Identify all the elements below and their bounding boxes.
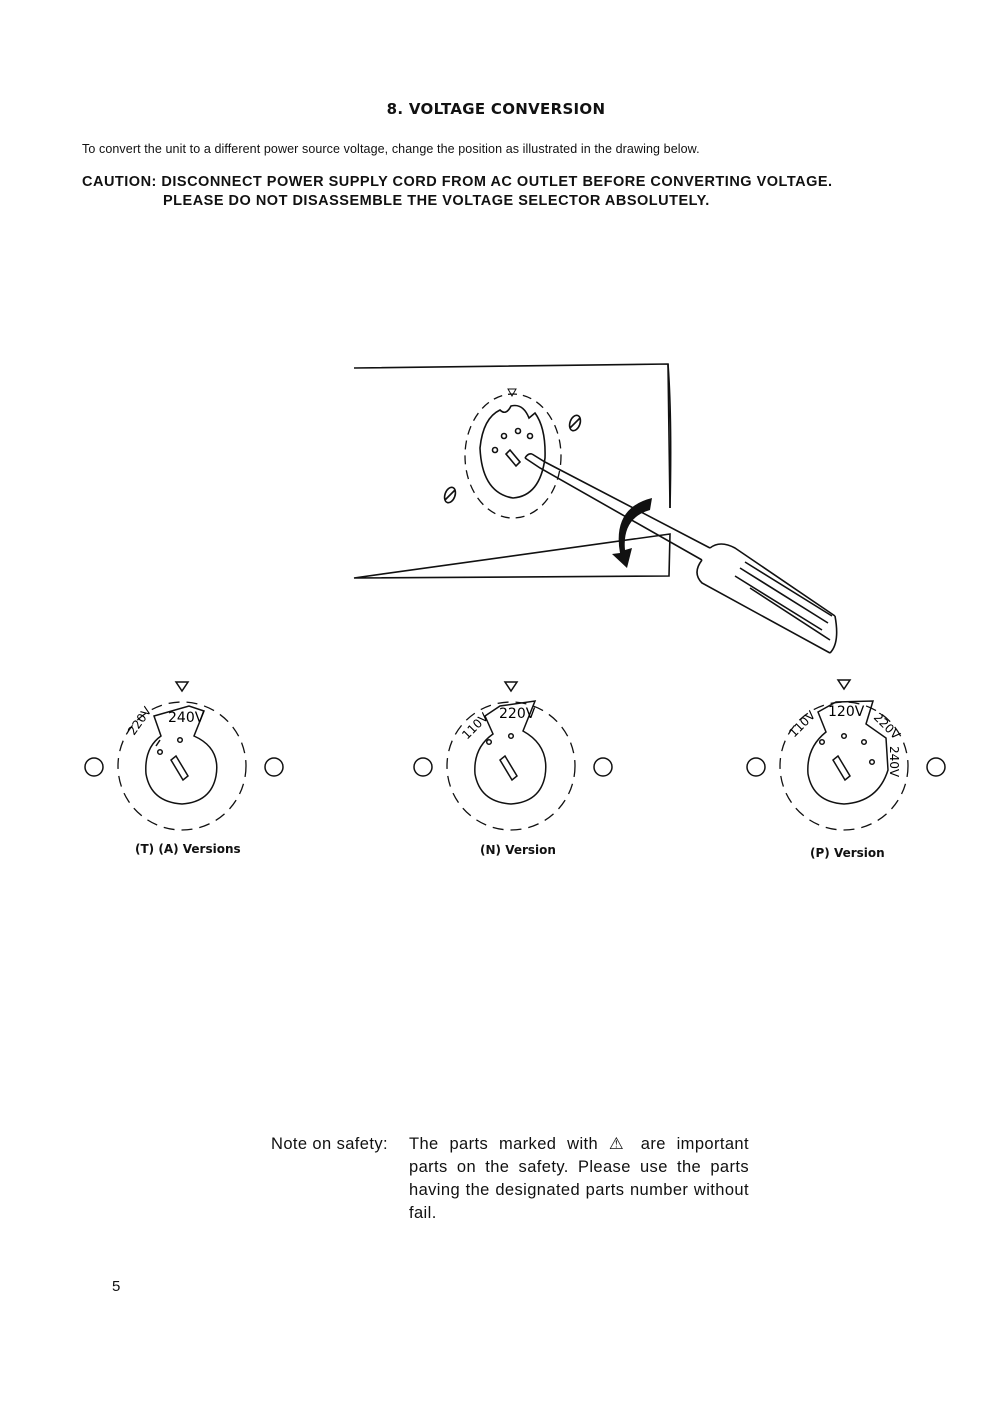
caution-block: CAUTION: DISCONNECT POWER SUPPLY CORD FR… [82, 173, 902, 211]
screwdriver-illustration [353, 363, 838, 654]
dial-n-version: 110V 220V [413, 681, 613, 831]
intro-text: To convert the unit to a different power… [82, 142, 700, 156]
safety-note-label: Note on safety: [271, 1135, 388, 1153]
caption-p: (P) Version [810, 846, 885, 860]
dial-ta-label-b: 240V [168, 710, 205, 726]
dial-p-label-d: 240V [887, 746, 901, 778]
selector-disc [479, 404, 546, 499]
dial-n-label-b: 220V [499, 706, 536, 722]
dial-p-label-b: 120V [828, 704, 865, 720]
screwdriver-shaft [524, 453, 711, 561]
caution-line-1: CAUTION: DISCONNECT POWER SUPPLY CORD FR… [82, 174, 833, 190]
dial-ta-version: 220V 240V [84, 681, 284, 831]
dial-p-version: 110V 120V 220V 240V [746, 679, 946, 831]
dial-p-label-c: 220V [871, 710, 903, 742]
page-number: 5 [112, 1278, 121, 1295]
dial-ta-label-a: 220V [125, 704, 155, 738]
section-heading: 8. VOLTAGE CONVERSION [386, 100, 606, 118]
caption-n: (N) Version [480, 843, 556, 857]
caution-line-2: PLEASE DO NOT DISASSEMBLE THE VOLTAGE SE… [163, 193, 710, 209]
safety-note-text: The parts marked with ⚠ are important pa… [409, 1135, 749, 1222]
rotation-arrow-icon [612, 498, 652, 568]
screwdriver-handle [696, 543, 836, 654]
selector-dashed-ring [464, 393, 562, 519]
caption-ta: (T) (A) Versions [135, 842, 241, 856]
dial-p-label-a: 110V [786, 708, 818, 740]
